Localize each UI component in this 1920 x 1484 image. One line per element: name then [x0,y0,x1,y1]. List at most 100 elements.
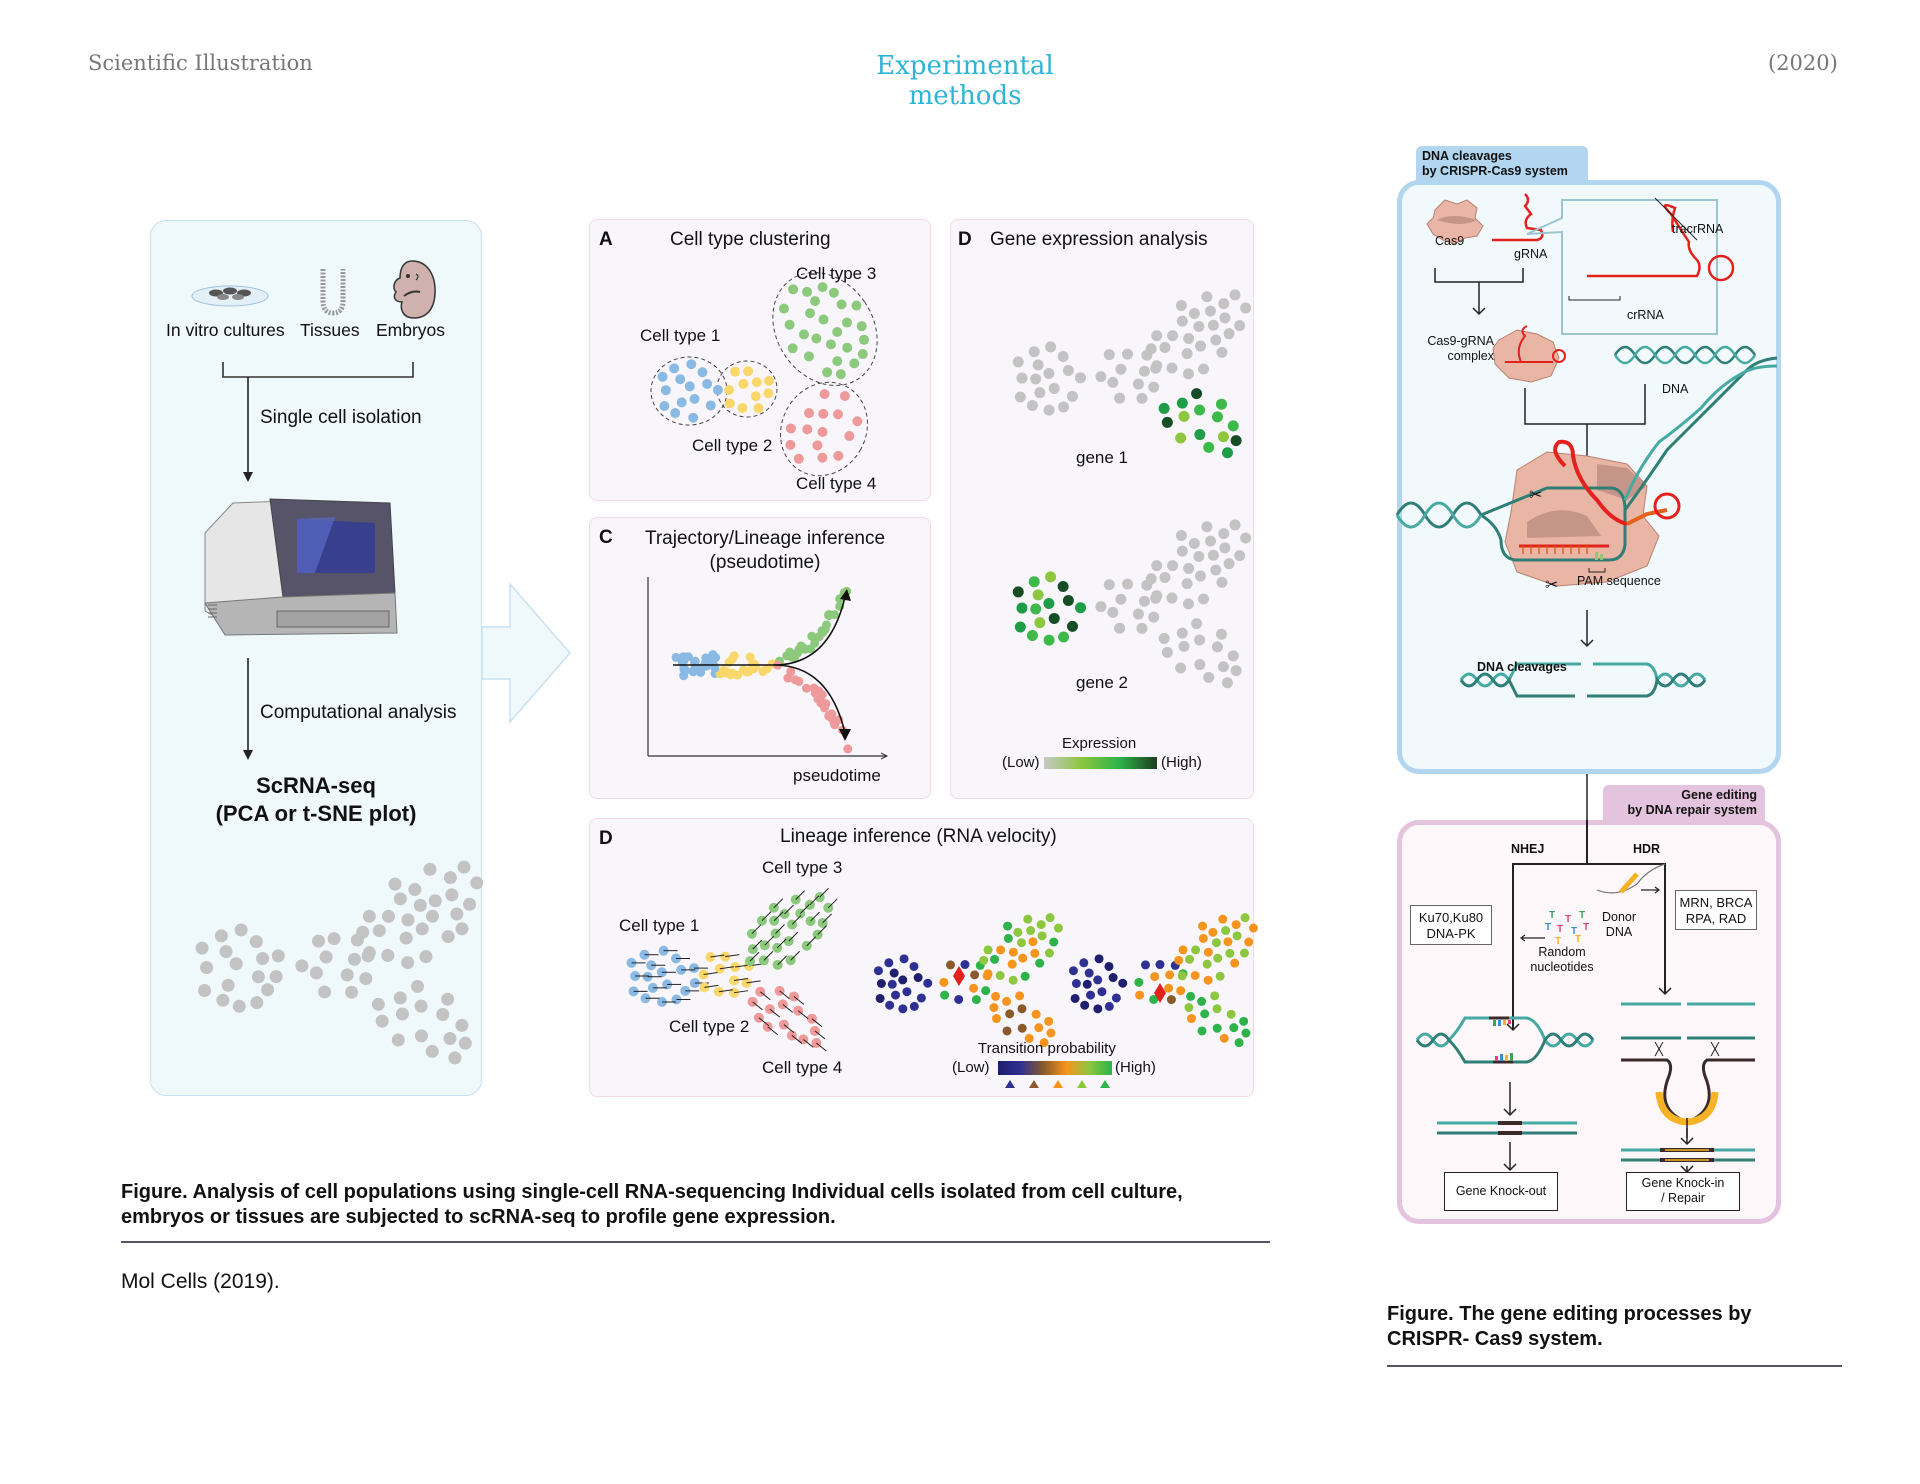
cell-dot-cluster-2 [1136,393,1147,404]
cell-dot-cluster-1 [1030,374,1041,385]
cell-dot-type-4 [840,391,850,401]
crispr-cleavage-tab: DNA cleavages by CRISPR-Cas9 system [1416,146,1588,184]
rna-velocity-plot [589,818,1254,1097]
cell-dot-type-4 [785,440,795,450]
cell-dot-type-4 [818,409,828,419]
cell-dot-cluster-2 [1095,371,1106,382]
cell-dot-type-2 [738,379,748,389]
donor-dna-label: Donor DNA [1594,910,1644,940]
result-title: ScRNA-seq (PCA or t-SNE plot) [150,772,482,828]
cell-dot-type-4 [844,431,854,441]
cell-dot-cluster-4 [1212,1004,1221,1013]
cell-dot-cluster-3 [1017,938,1026,947]
cell-dot-cluster-4 [1222,447,1233,458]
cell-dot-cluster-4 [1044,1017,1053,1026]
cell-dot-cluster-1 [261,983,274,996]
cell-dot-type-3 [851,301,861,311]
crispr-caption-line1: Figure. The gene editing processes by [1387,1302,1752,1327]
cell-dot-cluster-3 [1054,924,1063,933]
cell-dot-cluster-1 [1095,954,1104,963]
cell-dot-pseudotime [785,648,794,657]
cell-dot-cluster-4 [1239,1017,1248,1026]
cell-dot-cluster-2 [1115,594,1126,605]
complex-label-line1: Cas9-gRNA [1404,334,1494,349]
cell-dot-cluster-1 [1109,973,1118,982]
knockin-line2: / Repair [1627,1191,1739,1206]
cell-dot-type-3 [857,321,867,331]
svg-text:T: T [1557,924,1563,935]
cell-dot-cluster-1 [1045,341,1056,352]
random-nucleotides-label: Random nucleotides [1522,945,1602,975]
cell-dot-type-3 [788,284,798,294]
cell-dot-cluster-3 [1021,972,1030,981]
cell-dot-cluster-3 [1038,931,1047,940]
cell-dot-type-3 [859,335,869,345]
cell-dot-cluster-3 [1177,546,1188,557]
cell-dot-cluster-3 [1189,308,1200,319]
step-computational-analysis: Computational analysis [260,702,456,724]
cell-dot-cluster-1 [1093,975,1102,984]
cell-dot-cluster-1 [1016,373,1027,384]
repair-tab: Gene editing by DNA repair system [1603,785,1765,823]
cell-dot-cluster-4 [1162,647,1173,658]
cell-dot-type-2 [763,388,773,398]
cell-dot-type-3 [842,343,852,353]
svg-text:T: T [1583,922,1589,933]
cell-dot-cluster-1 [1027,400,1038,411]
cell-dot-type-4 [802,424,812,434]
cell-dot-cluster-3 [463,898,476,911]
crispr-caption-line2: CRISPR- Cas9 system. [1387,1327,1752,1352]
cell-dot-type-1 [659,401,669,411]
nhej-factors-line2: DNA-PK [1411,926,1491,942]
cell-dot-cluster-3 [1167,560,1178,571]
cell-dot-cluster-1 [220,945,233,958]
cell-dot-cluster-3 [1203,960,1212,969]
cell-dot-cluster-3 [362,949,375,962]
cell-dot-cluster-1 [898,975,907,984]
cell-dot-pseudotime [711,653,720,662]
cell-dot-cluster-3 [996,971,1005,980]
cell-dot-cluster-3 [1046,913,1055,922]
cell-dot-cluster-4 [1220,1034,1229,1043]
cell-dot-cluster-4 [436,1008,449,1021]
pseudotime-plot [589,517,931,799]
cell-dot-cluster-4 [455,1019,468,1032]
cell-dot-type-3 [837,299,847,309]
donor-line1: Donor [1594,910,1644,925]
cell-dot-cluster-4 [1212,411,1223,422]
cell-dot-cluster-1 [200,961,213,974]
cell-dot-cluster-4 [396,1007,409,1020]
velocity-label-1: Cell type 1 [619,916,699,936]
hdr-label: HDR [1633,842,1660,856]
cell-dot-cluster-2 [946,960,955,969]
cell-dot-cluster-3 [1189,538,1200,549]
cell-dot-cluster-1 [1079,958,1088,967]
cell-dot-cluster-3 [1230,289,1241,300]
cell-dot-cluster-3 [1146,343,1157,354]
cell-dot-cluster-1 [914,973,923,982]
cell-dot-cluster-3 [401,913,414,926]
cell-dot-cluster-4 [1229,1023,1238,1032]
nhej-factors-line1: Ku70,Ku80 [1411,910,1491,926]
hdr-factors-callout: MRN, BRCA RPA, RAD [1675,890,1757,930]
cell-dot-cluster-4 [1194,659,1205,670]
cell-dot-type-3 [799,329,809,339]
cell-dot-cluster-3 [1167,330,1178,341]
transition-legend-low: (Low) [952,1059,990,1076]
cell-dot-type-2 [743,366,753,376]
cell-dot-cluster-3 [1176,530,1187,541]
cell-dot-cluster-3 [1026,926,1035,935]
cell-dot-cluster-3 [1151,330,1162,341]
cell-dot-type-2 [724,385,734,395]
cell-dot-cluster-2 [972,995,981,1004]
cell-dot-cluster-3 [996,945,1005,954]
cell-dot-type-1 [702,379,712,389]
cell-dot-cluster-3 [1230,519,1241,530]
cell-dot-type-1 [677,397,687,407]
cell-dot-cluster-2 [1136,623,1147,634]
cell-dot-type-2 [725,398,735,408]
cell-dot-type-3 [849,358,859,368]
cell-dot-type-2 [730,367,740,377]
cell-dot-cluster-4 [1003,1026,1012,1035]
cell-dot-cluster-2 [970,970,979,979]
